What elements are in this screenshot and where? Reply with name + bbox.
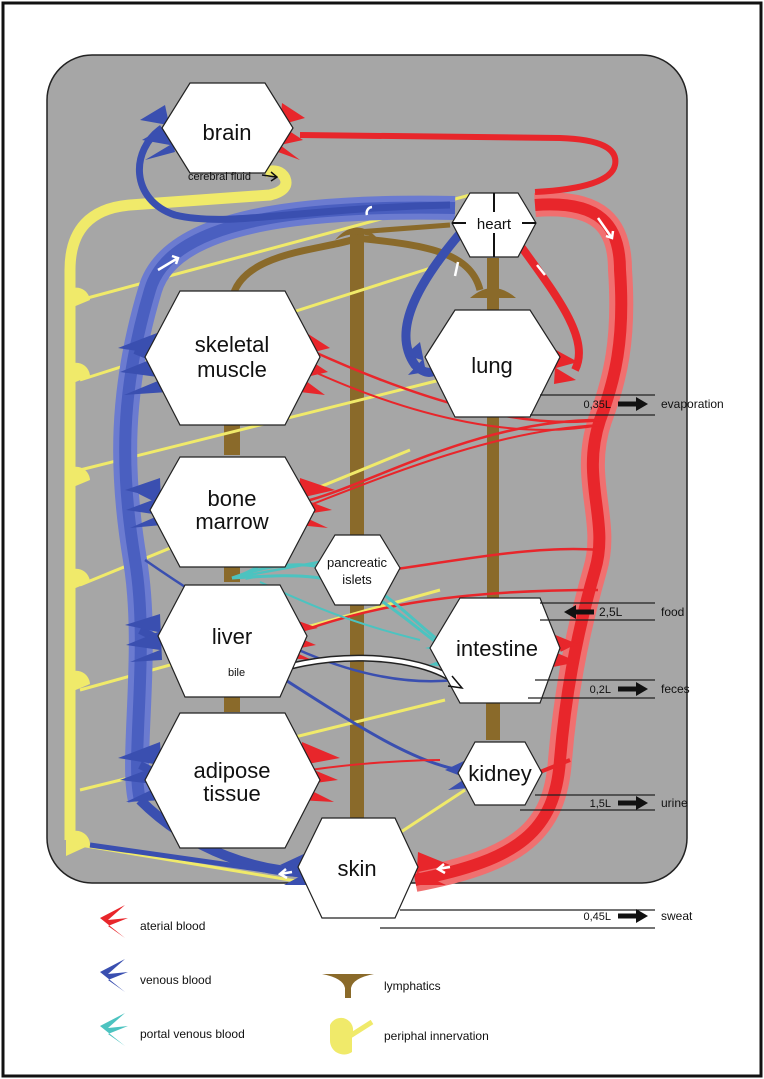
brain-hexagon	[161, 82, 294, 174]
bile-arrowhead	[447, 675, 464, 690]
food-label: food	[661, 605, 684, 619]
liver-hexagon	[157, 584, 308, 698]
kidney-label: kidney	[468, 761, 532, 786]
skeletal-muscle-label-line1: skeletal	[195, 332, 270, 357]
urine-label: urine	[661, 796, 688, 810]
venous-fan-icon	[100, 959, 128, 992]
organ-shapes	[144, 82, 561, 919]
lymphatic-vessels	[224, 222, 500, 830]
innervation-ganglia	[66, 287, 91, 856]
pancreatic-islets-hexagon	[314, 534, 401, 606]
sweat-volume: 0,45L	[583, 911, 611, 923]
pancreatic-islets-label-line1: pancreatic	[327, 555, 387, 570]
adipose-tissue-label-line2: tissue	[203, 781, 260, 806]
legend-venous-label: venous blood	[140, 973, 211, 987]
heart-label: heart	[477, 216, 512, 233]
lung-label: lung	[471, 353, 513, 378]
evaporation-volume: 0,35L	[583, 399, 611, 411]
sweat-flow: 0,45L sweat	[583, 909, 693, 923]
lymphatic-nodes	[335, 227, 516, 298]
lymphatics-icon	[322, 974, 374, 998]
portal-fan-icon	[100, 1013, 128, 1046]
skin-label: skin	[337, 856, 376, 881]
urine-flow: 1,5L urine	[590, 796, 688, 810]
evaporation-flow: 0,35L evaporation	[583, 397, 724, 411]
legend-venous: venous blood	[100, 959, 211, 992]
sweat-label: sweat	[661, 909, 693, 923]
legend-innervation-label: periphal innervation	[384, 1029, 489, 1043]
adipose-tissue-label-line1: adipose	[193, 758, 270, 783]
liver-label: liver	[212, 624, 252, 649]
feces-label: feces	[661, 682, 690, 696]
legend-innervation: periphal innervation	[329, 1017, 489, 1055]
legend-lymphatics: lymphatics	[322, 974, 441, 998]
legend-portal: portal venous blood	[100, 1013, 245, 1046]
legend-arterial-label: aterial blood	[140, 919, 205, 933]
feces-volume: 0,2L	[590, 684, 611, 696]
bone-marrow-label-line1: bone	[208, 486, 257, 511]
adipose-tissue-hexagon	[144, 712, 321, 849]
innervation-icon	[329, 1017, 354, 1055]
legend: aterial blood venous blood portal venous…	[100, 905, 489, 1055]
food-flow: 2,5L food	[564, 605, 684, 619]
legend-arterial: aterial blood	[100, 905, 205, 938]
food-volume: 2,5L	[599, 605, 623, 619]
lung-hexagon	[424, 309, 561, 418]
bone-marrow-hexagon	[149, 456, 316, 568]
legend-lymphatics-label: lymphatics	[384, 979, 441, 993]
urine-volume: 1,5L	[590, 798, 611, 810]
skin-hexagon	[297, 817, 419, 919]
feces-flow: 0,2L feces	[590, 682, 690, 696]
cerebral-fluid-arrow	[261, 171, 279, 182]
legend-portal-label: portal venous blood	[140, 1027, 245, 1041]
brain-label: brain	[203, 120, 252, 145]
bile-label: bile	[228, 667, 245, 679]
exchange-channels	[380, 394, 655, 929]
skeletal-muscle-label-line2: muscle	[197, 357, 267, 382]
kidney-hexagon	[457, 741, 543, 806]
skeletal-muscle-hexagon	[144, 290, 321, 426]
cerebral-fluid-label: cerebral fluid	[188, 171, 251, 183]
pancreatic-islets-label-line2: islets	[342, 572, 372, 587]
arterial-fan-icon	[100, 905, 128, 938]
intestine-hexagon	[429, 597, 561, 704]
evaporation-label: evaporation	[661, 397, 724, 411]
intestine-label: intestine	[456, 636, 538, 661]
bone-marrow-label-line2: marrow	[195, 509, 268, 534]
flow-direction-arrows	[157, 205, 615, 880]
heart-septum	[452, 193, 536, 257]
